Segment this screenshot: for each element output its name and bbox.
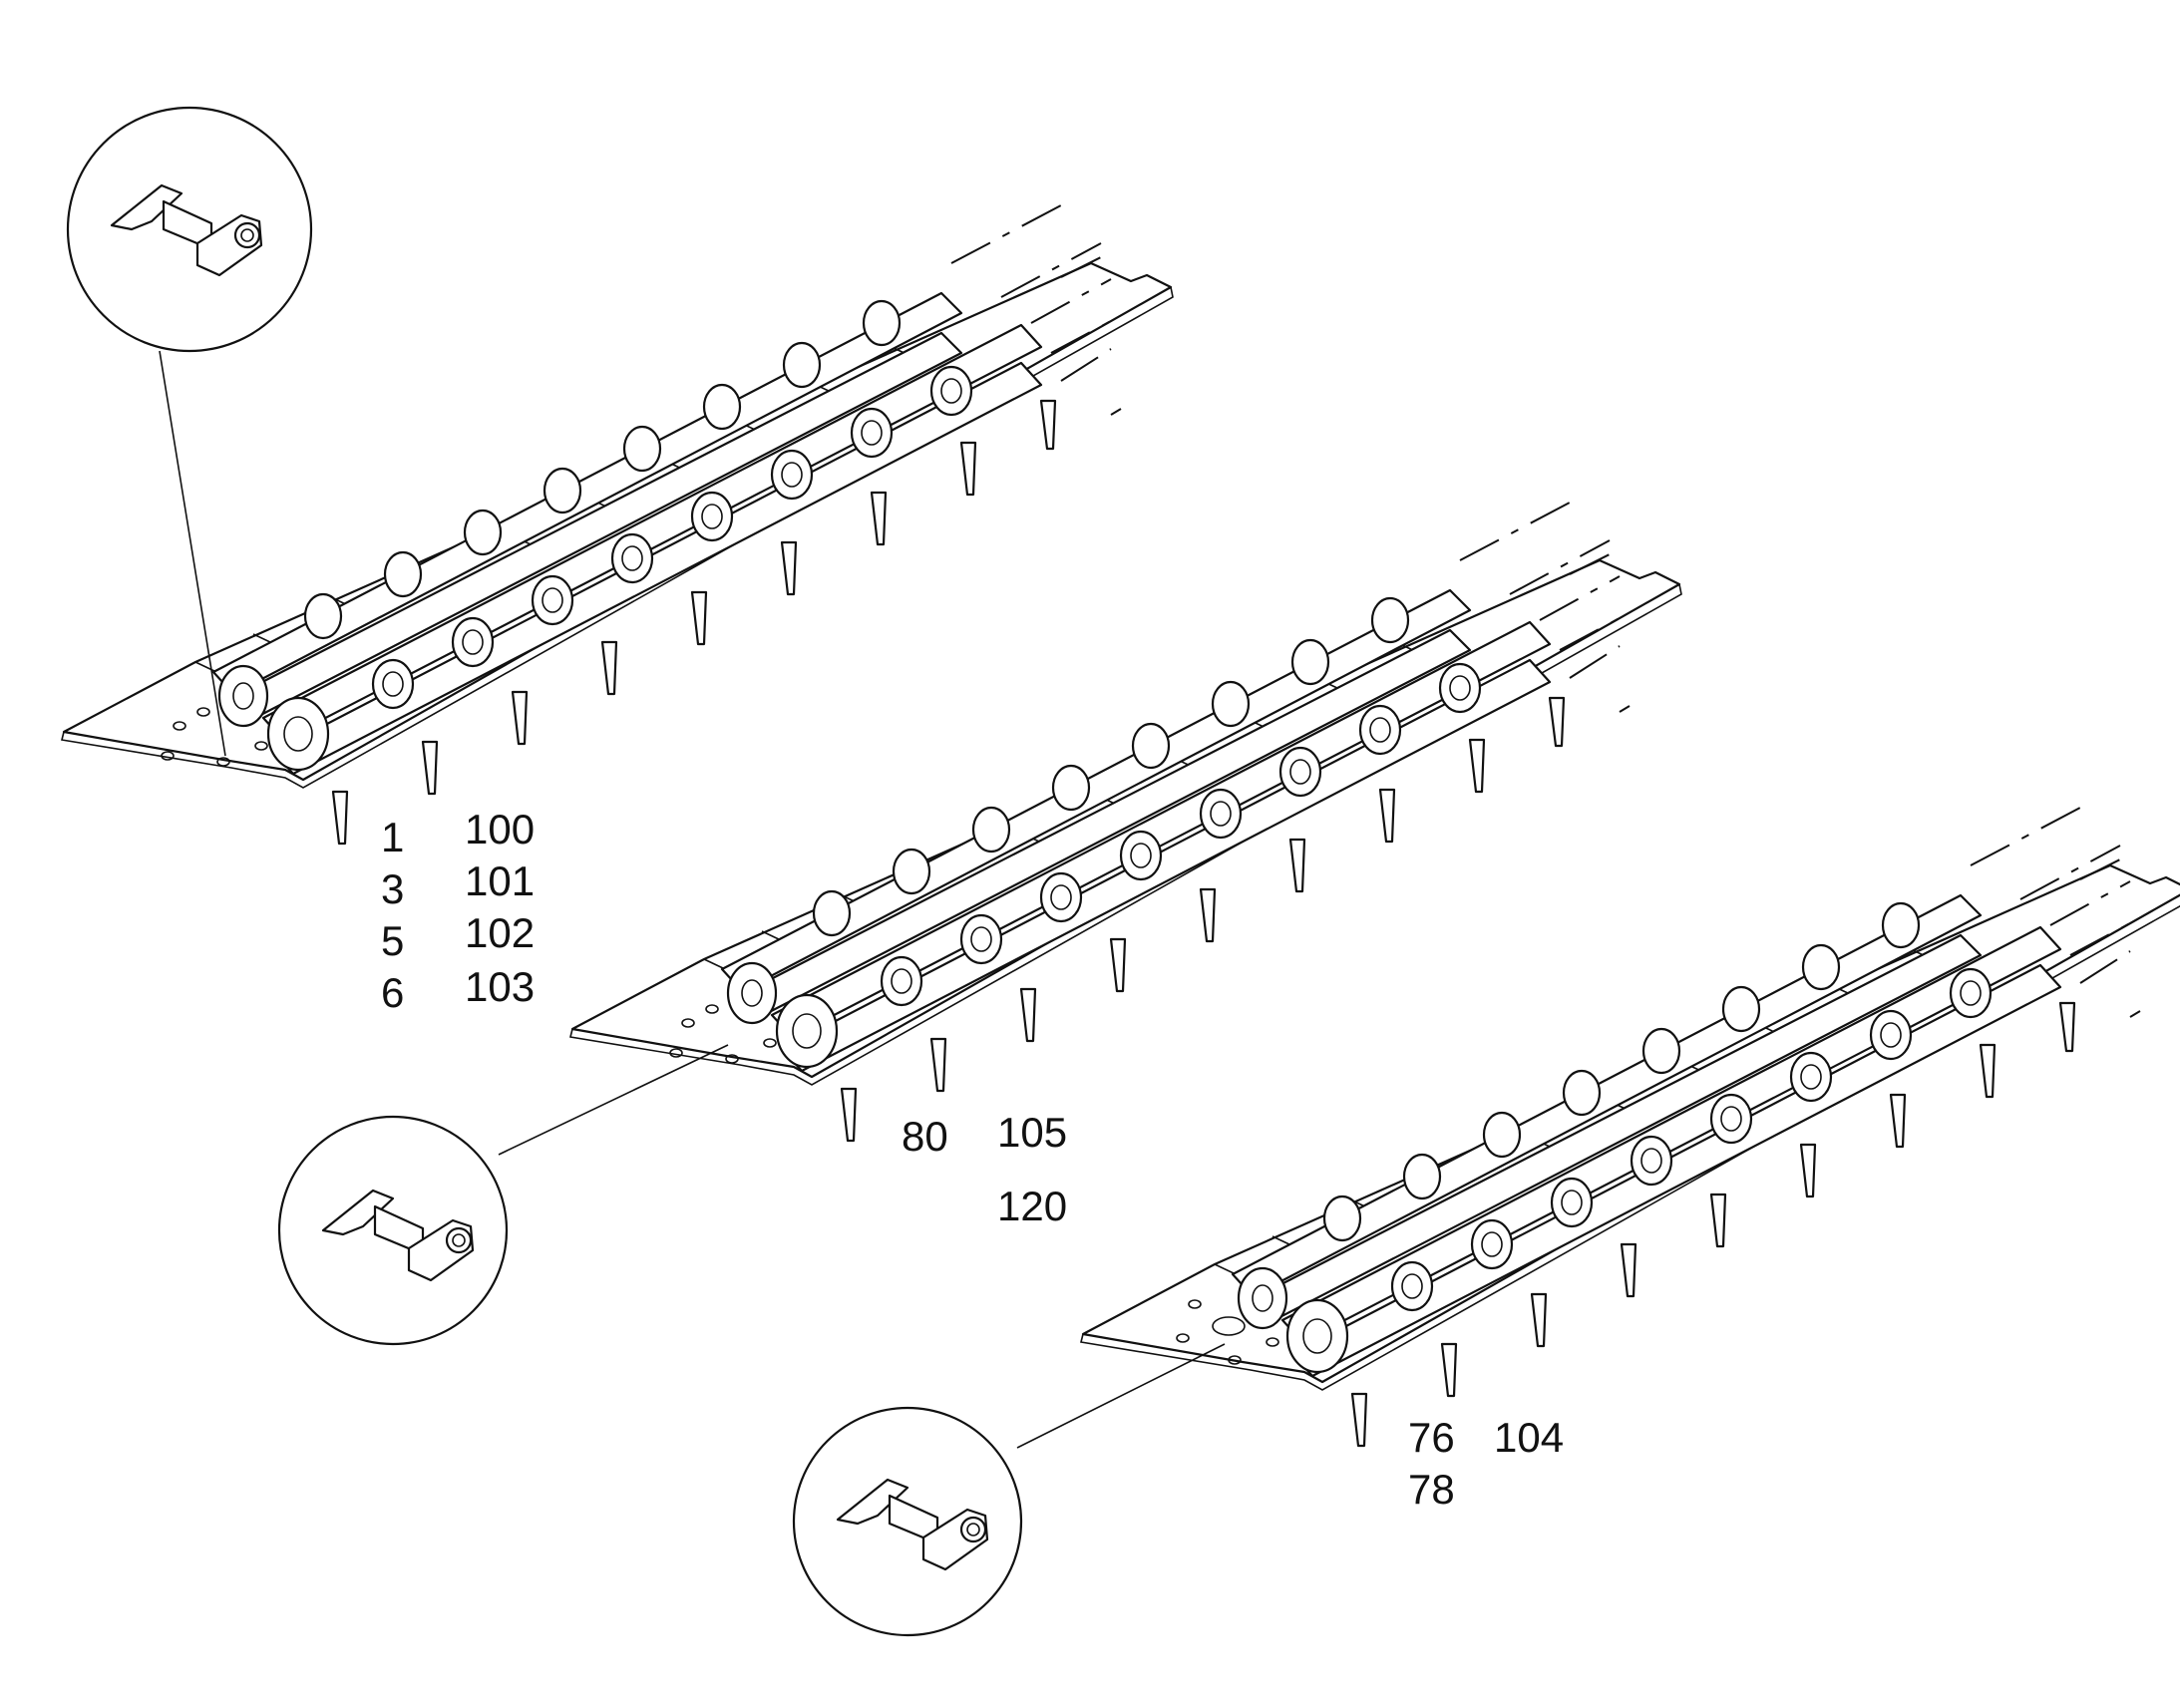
part-number: 76 [1408, 1414, 1455, 1461]
part-labels-assembly-3: 76 78 104 [1408, 1414, 1564, 1513]
part-number: 1 [381, 814, 404, 860]
part-labels-assembly-2: 80 105 120 [902, 1109, 1067, 1229]
part-number: 102 [465, 909, 535, 956]
detail-view-middle [277, 1044, 729, 1346]
part-number: 105 [997, 1109, 1067, 1156]
part-number: 80 [902, 1113, 948, 1160]
chain-assembly-3 [1080, 807, 2180, 1448]
part-number: 6 [381, 969, 404, 1016]
part-number: 101 [465, 857, 535, 904]
chain-assembly-2 [569, 502, 1682, 1143]
bolt-nut-icon [321, 1189, 475, 1282]
part-labels-assembly-1: 1 3 5 6 100 101 102 103 [381, 806, 535, 1016]
detail-view-top [66, 106, 313, 757]
chain-assembly-1 [61, 204, 1174, 846]
bolt-nut-icon [110, 183, 263, 277]
chain-links-rear [1231, 893, 1983, 1328]
part-number: 104 [1494, 1414, 1564, 1461]
part-number: 3 [381, 865, 404, 912]
chain-links-rear [720, 588, 1472, 1023]
part-number: 5 [381, 917, 404, 964]
part-number: 100 [465, 806, 535, 853]
bolt-nut-icon [836, 1478, 989, 1571]
chain-links-front [261, 323, 1043, 776]
part-number: 103 [465, 963, 535, 1010]
part-number: 78 [1408, 1466, 1455, 1513]
detail-view-bottom [792, 1343, 1226, 1637]
chain-links-front [1280, 925, 2062, 1378]
chain-links-front [770, 620, 1552, 1073]
chain-links-rear [211, 291, 963, 726]
part-number: 120 [997, 1183, 1067, 1229]
